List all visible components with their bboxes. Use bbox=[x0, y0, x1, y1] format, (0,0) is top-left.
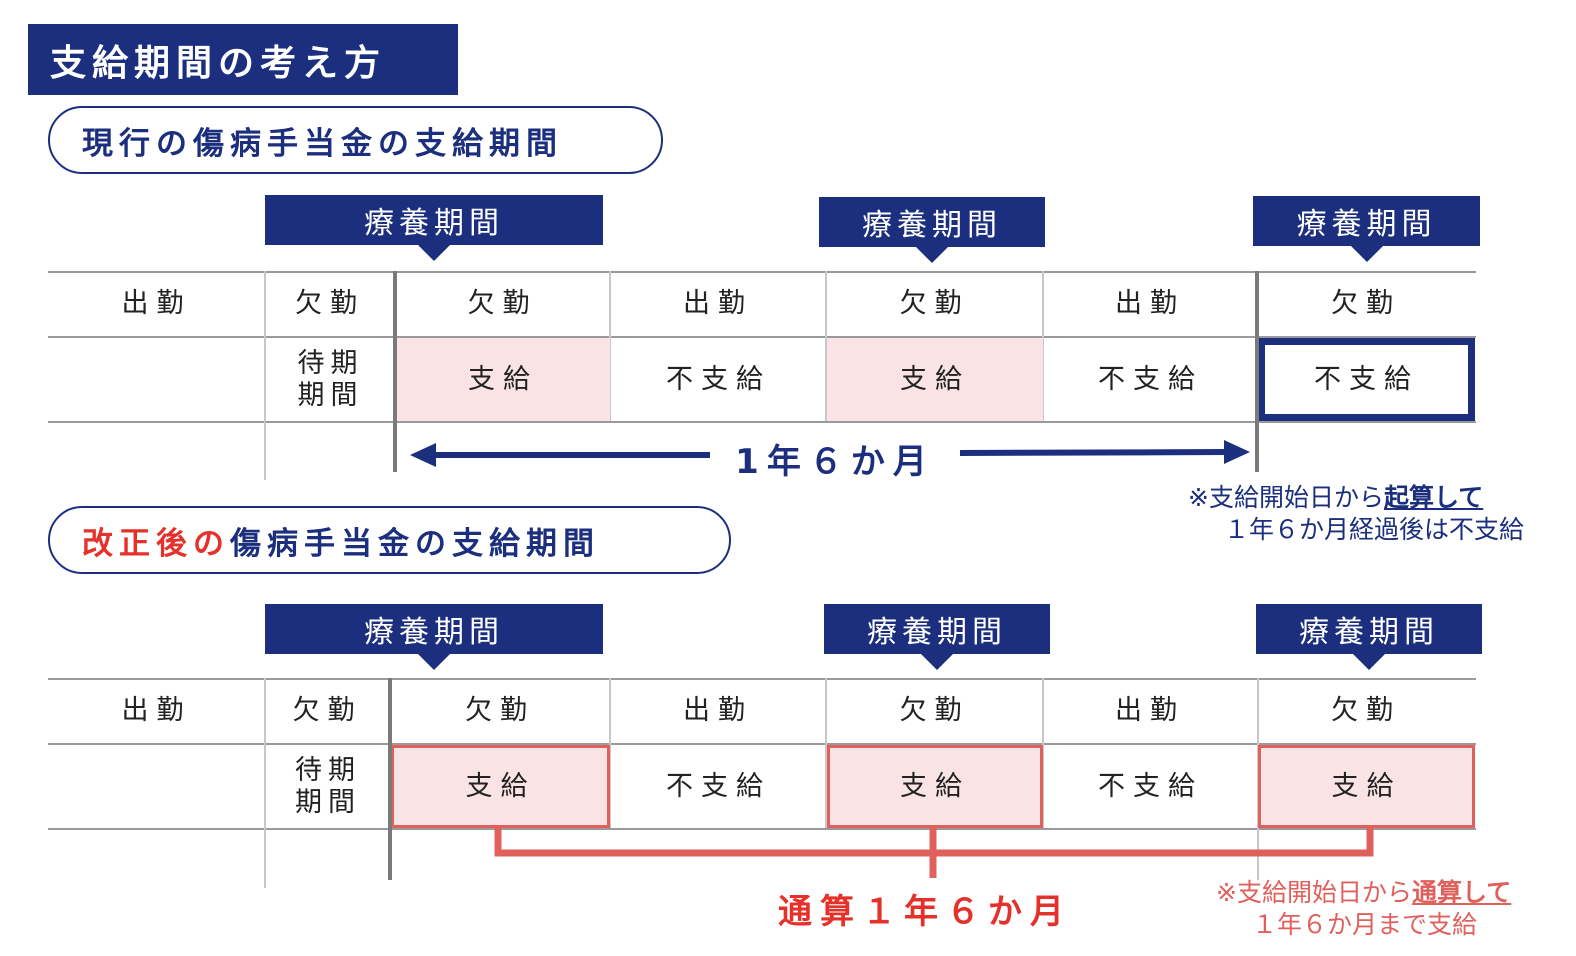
payment-cell: 支給 bbox=[827, 338, 1043, 421]
current-span-label: 1年６か月 bbox=[735, 442, 935, 482]
payment-cell: 支給 bbox=[391, 745, 610, 828]
table-divider bbox=[48, 678, 1476, 680]
column-divider bbox=[825, 678, 827, 828]
column-divider bbox=[1042, 271, 1044, 421]
table-divider bbox=[48, 421, 1476, 423]
payment-cell: 支給 bbox=[1258, 745, 1475, 828]
span-arrow bbox=[410, 440, 1250, 467]
current-note: ※支給開始日から起算して １年６か月経過後は不支給 bbox=[1188, 482, 1524, 546]
payment-cell: 不支給 bbox=[666, 363, 771, 395]
payment-cell: 待期 期間 bbox=[297, 347, 364, 411]
table-divider bbox=[48, 336, 1476, 338]
attendance-cell: 欠勤 bbox=[1331, 287, 1401, 319]
payment-cell: 不支給 bbox=[1258, 338, 1475, 421]
note-text: １年６か月まで支給 bbox=[1252, 910, 1478, 939]
attendance-cell: 欠勤 bbox=[465, 694, 535, 726]
payment-cell: 不支給 bbox=[666, 770, 771, 802]
attendance-cell: 出勤 bbox=[121, 694, 192, 726]
note-text: ※支給開始日から bbox=[1216, 878, 1412, 907]
note-text: ※支給開始日から bbox=[1188, 483, 1384, 512]
cumulative-bracket bbox=[494, 826, 1374, 878]
revised-section-heading: 改正後の傷病手当金の支給期間 bbox=[48, 506, 731, 574]
treatment-period-label: 療養期間 bbox=[265, 195, 603, 261]
period-start-marker bbox=[393, 271, 397, 472]
note-emphasis: 通算して bbox=[1411, 878, 1512, 907]
column-divider bbox=[264, 678, 266, 888]
page-title: 支給期間の考え方 bbox=[28, 24, 458, 95]
revised-note: ※支給開始日から通算して １年６か月まで支給 bbox=[1216, 877, 1511, 941]
payment-cell: 待期 期間 bbox=[295, 754, 361, 818]
table-divider bbox=[48, 743, 1476, 745]
attendance-cell: 欠勤 bbox=[899, 287, 970, 319]
note-text: １年６か月経過後は不支給 bbox=[1224, 515, 1525, 544]
payment-cell: 不支給 bbox=[1098, 770, 1203, 802]
payment-cell bbox=[49, 745, 265, 828]
current-section-heading: 現行の傷病手当金の支給期間 bbox=[48, 106, 663, 174]
attendance-cell: 欠勤 bbox=[295, 287, 365, 319]
payment-cell: 支給 bbox=[827, 745, 1043, 828]
attendance-cell: 欠勤 bbox=[1331, 694, 1401, 726]
column-divider bbox=[609, 678, 611, 828]
table-divider bbox=[48, 828, 1476, 830]
current-heading-text: 現行の傷病手当金の支給期間 bbox=[82, 125, 563, 162]
attendance-cell: 出勤 bbox=[683, 694, 753, 726]
column-divider bbox=[264, 271, 266, 480]
period-start-marker bbox=[388, 678, 392, 880]
period-end-marker bbox=[1255, 271, 1259, 472]
treatment-period-label: 療養期間 bbox=[1256, 604, 1482, 670]
treatment-period-label: 療養期間 bbox=[265, 604, 603, 670]
payment-cell: 不支給 bbox=[1098, 363, 1203, 395]
table-divider bbox=[48, 271, 1476, 273]
treatment-period-label: 療養期間 bbox=[819, 197, 1045, 263]
revised-heading-text: 傷病手当金の支給期間 bbox=[230, 525, 600, 562]
treatment-period-label: 療養期間 bbox=[1253, 196, 1480, 262]
column-divider bbox=[1042, 678, 1044, 828]
attendance-cell: 出勤 bbox=[121, 287, 192, 319]
attendance-cell: 欠勤 bbox=[899, 694, 970, 726]
payment-cell bbox=[49, 338, 265, 421]
attendance-cell: 出勤 bbox=[1115, 287, 1185, 319]
attendance-cell: 欠勤 bbox=[467, 287, 538, 319]
treatment-period-label: 療養期間 bbox=[824, 604, 1050, 670]
column-divider bbox=[609, 271, 611, 421]
revised-heading-red: 改正後の bbox=[82, 525, 230, 562]
attendance-cell: 出勤 bbox=[683, 287, 753, 319]
note-emphasis: 起算して bbox=[1383, 483, 1484, 512]
column-divider bbox=[825, 271, 827, 421]
attendance-cell: 出勤 bbox=[1115, 694, 1185, 726]
attendance-cell: 欠勤 bbox=[292, 694, 363, 726]
payment-cell: 支給 bbox=[396, 338, 610, 421]
revised-span-label: 通算１年６か月 bbox=[778, 892, 1072, 932]
